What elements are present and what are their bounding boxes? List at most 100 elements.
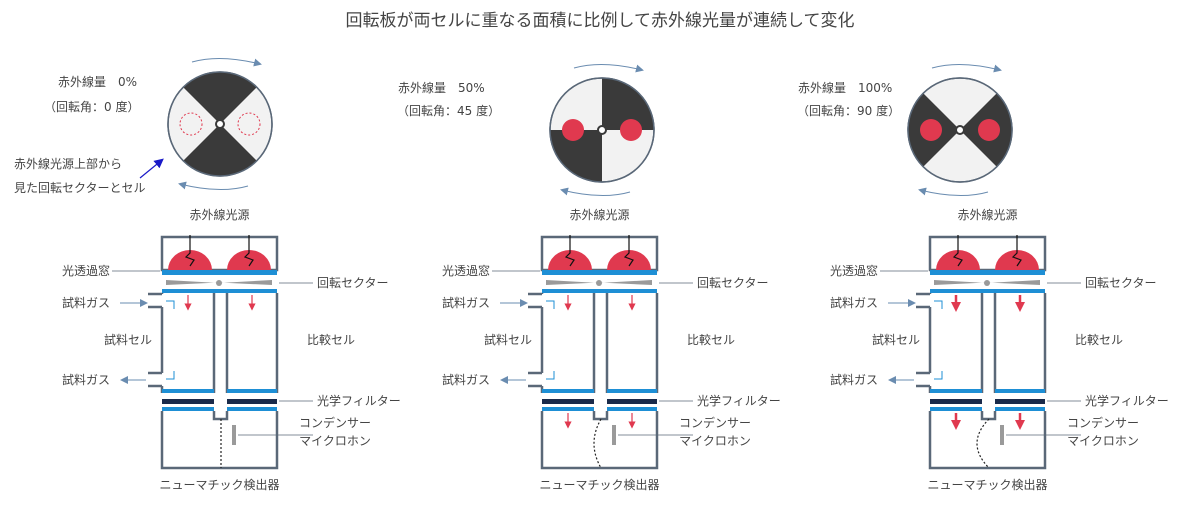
label-window: 光透過窓 (62, 263, 110, 278)
rotation-arrow-bottom (178, 181, 249, 191)
cell-window-bottom-left (162, 389, 214, 393)
panel-2-diagram: 赤外線光源光透過窓試料ガス試料セル試料ガス回転セクター比較セル光学フィルターコン… (442, 63, 781, 492)
label-condenser-line2: マイクロホン (299, 434, 371, 448)
cell-window-bottom-right (227, 389, 277, 393)
cell-window-bottom-right (995, 389, 1045, 393)
label-condenser-line2: マイクロホン (1067, 434, 1139, 448)
ir-lamp-1 (168, 250, 212, 270)
condenser-mic-plate (232, 425, 236, 445)
sector-blade-2 (550, 130, 602, 182)
detector-window-left (162, 407, 214, 411)
optical-filter-left (162, 399, 214, 404)
lamp-filament (184, 235, 195, 267)
label-condenser-line1: コンデンサー (1067, 415, 1139, 430)
lamp-filament (564, 235, 575, 267)
sector-blade-2 (183, 124, 257, 176)
source-label: 赤外線光源 (189, 207, 249, 222)
rotation-arrow-top (931, 63, 1002, 73)
transmission-window (542, 270, 657, 275)
panel-3-angle-label: （回転角：90 度） (797, 104, 901, 118)
sector-pivot (216, 280, 222, 286)
cell-window-top (542, 289, 657, 293)
panel-2-angle-label: （回転角：45 度） (397, 104, 501, 118)
view-annotation-line1: 赤外線光源上部から (14, 157, 123, 171)
gas-inlet-port (148, 292, 162, 309)
label-sample-gas-out: 試料ガス (442, 372, 490, 387)
detector-window-right (607, 407, 657, 411)
cell-window-bottom-left (930, 389, 982, 393)
label-window: 光透過窓 (442, 263, 490, 278)
rotation-arrow-top (573, 63, 644, 73)
lamp-filament (243, 235, 254, 267)
optical-filter-right (607, 399, 657, 404)
page-title: 回転板が両セルに重なる面積に比例して赤外線光量が連続して変化 (345, 11, 855, 31)
detector-window-right (227, 407, 277, 411)
pneumatic-detector-body (160, 411, 279, 470)
label-detector: ニューマチック検出器 (159, 478, 279, 492)
cell-window-top (930, 289, 1045, 293)
label-sample-cell: 試料セル (104, 332, 152, 347)
label-sample-gas-in: 試料ガス (830, 295, 878, 310)
label-reference-cell: 比較セル (307, 332, 355, 347)
label-condenser-line1: コンデンサー (679, 415, 751, 430)
optical-filter-right (227, 399, 277, 404)
label-sample-cell: 試料セル (872, 332, 920, 347)
label-reference-cell: 比較セル (1075, 332, 1123, 347)
ir-lamp-1 (936, 250, 980, 270)
panel-3-diagram: 赤外線光源光透過窓試料ガス試料セル試料ガス回転セクター比較セル光学フィルターコン… (830, 63, 1169, 492)
optical-filter-left (930, 399, 982, 404)
label-sample-gas-in: 試料ガス (62, 295, 110, 310)
sector-blade-1 (602, 78, 654, 130)
panel-2-amount-label: 赤外線量 50% (398, 81, 485, 95)
label-sector: 回転セクター (697, 276, 769, 290)
sector-hub (955, 125, 965, 135)
pneumatic-detector-body (540, 411, 659, 470)
label-sample-gas-out: 試料ガス (62, 372, 110, 387)
cell-window-bottom-left (542, 389, 594, 393)
gas-flow-out-mark (546, 371, 555, 380)
rotation-arrow-top (191, 57, 262, 67)
label-optical-filter: 光学フィルター (317, 393, 401, 408)
cell-window-top (162, 289, 277, 293)
sector-pivot (596, 280, 602, 286)
optical-filter-right (995, 399, 1045, 404)
gas-inlet-port (916, 292, 930, 309)
rotation-arrow-bottom (918, 187, 989, 197)
gas-flow-out-mark (934, 371, 943, 380)
lamp-filament (623, 235, 634, 267)
label-sector: 回転セクター (317, 276, 389, 290)
label-reference-cell: 比較セル (687, 332, 735, 347)
cell-window-bottom-right (607, 389, 657, 393)
view-annotation-line2: 見た回転セクターとセル (14, 181, 146, 195)
detector-window-left (930, 407, 982, 411)
rotation-arrow-bottom (560, 187, 631, 197)
label-window: 光透過窓 (830, 263, 878, 278)
label-condenser-line2: マイクロホン (679, 434, 751, 448)
sector-hub (597, 125, 607, 135)
cell-outline-dashed (237, 112, 261, 136)
view-annotation-arrow (139, 158, 164, 179)
lamp-filament (952, 235, 963, 267)
label-detector: ニューマチック検出器 (539, 478, 659, 492)
pneumatic-detector-body (928, 411, 1047, 470)
optical-filter-left (542, 399, 594, 404)
label-sector: 回転セクター (1085, 276, 1157, 290)
gas-outlet-port (148, 371, 162, 388)
detector-window-right (995, 407, 1045, 411)
source-label: 赤外線光源 (569, 207, 629, 222)
gas-flow-in-mark (546, 300, 555, 309)
gas-outlet-port (528, 371, 542, 388)
gas-flow-in-mark (166, 300, 175, 309)
lamp-filament (1011, 235, 1022, 267)
diaphragm-deflected (593, 418, 602, 469)
gas-outlet-port (916, 371, 930, 388)
label-detector: ニューマチック検出器 (927, 478, 1047, 492)
gas-flow-out-mark (166, 371, 175, 380)
cell-lit (920, 119, 942, 141)
sector-hub (215, 119, 225, 129)
ir-lamp-2 (607, 250, 651, 270)
sector-rim (907, 77, 1013, 183)
label-sample-gas-in: 試料ガス (442, 295, 490, 310)
condenser-mic-plate (612, 425, 616, 445)
condenser-mic-plate (1000, 425, 1004, 445)
